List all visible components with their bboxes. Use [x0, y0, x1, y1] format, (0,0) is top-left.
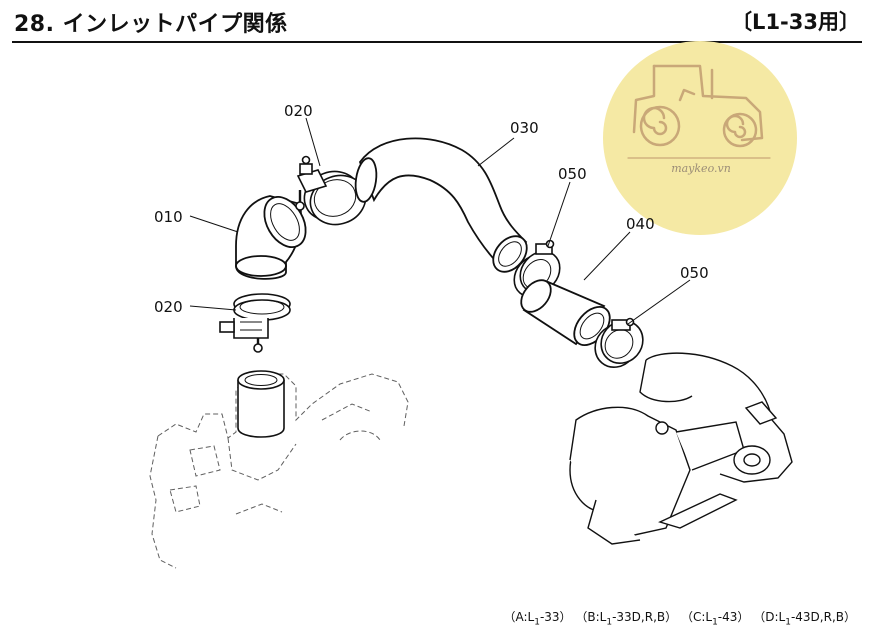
header-rule: [12, 41, 862, 43]
leader-040: [583, 231, 631, 281]
label-030: 030: [510, 119, 539, 137]
engine-outlet-stub: [237, 370, 285, 438]
leader-030: [477, 137, 515, 167]
label-020-bottom: 020: [154, 298, 183, 316]
part-010-elbow: [235, 195, 307, 280]
model-label: 〔L1-33用〕: [731, 10, 860, 34]
watermark-circle: [603, 41, 797, 235]
page-title: 28. インレットパイプ関係: [14, 12, 288, 37]
leader-020-bottom: [189, 305, 237, 311]
watermark-logo: maykeo.vn: [603, 41, 797, 235]
label-050-right: 050: [680, 264, 709, 282]
label-040: 040: [626, 215, 655, 233]
tractor-icon: [627, 64, 771, 159]
part-040-hose: [520, 279, 611, 347]
leader-050-top: [547, 181, 571, 247]
leader-020-top: [305, 117, 321, 167]
applicability-note: （A:L1-33） （B:L1-33D,R,B） （C:L1-43） （D:L1…: [503, 608, 856, 627]
part-020-clamp-bottom: [219, 293, 291, 353]
page-header: 28. インレットパイプ関係 〔L1-33用〕: [0, 0, 874, 46]
variant-c: （C:L1-43）: [680, 610, 750, 628]
label-010: 010: [154, 208, 183, 226]
watermark-text: maykeo.vn: [671, 162, 731, 175]
turbocharger: [569, 352, 793, 545]
variant-d: （D:L1-43D,R,B）: [753, 610, 856, 628]
leader-050-right: [627, 279, 691, 325]
part-030-hose: [354, 137, 528, 273]
label-050-top: 050: [558, 165, 587, 183]
leader-lines: [189, 117, 691, 325]
leader-010: [189, 215, 239, 233]
variant-b: （B:L1-33D,R,B）: [575, 610, 678, 628]
variant-a: （A:L1-33）: [503, 610, 572, 628]
label-020-top: 020: [284, 102, 313, 120]
